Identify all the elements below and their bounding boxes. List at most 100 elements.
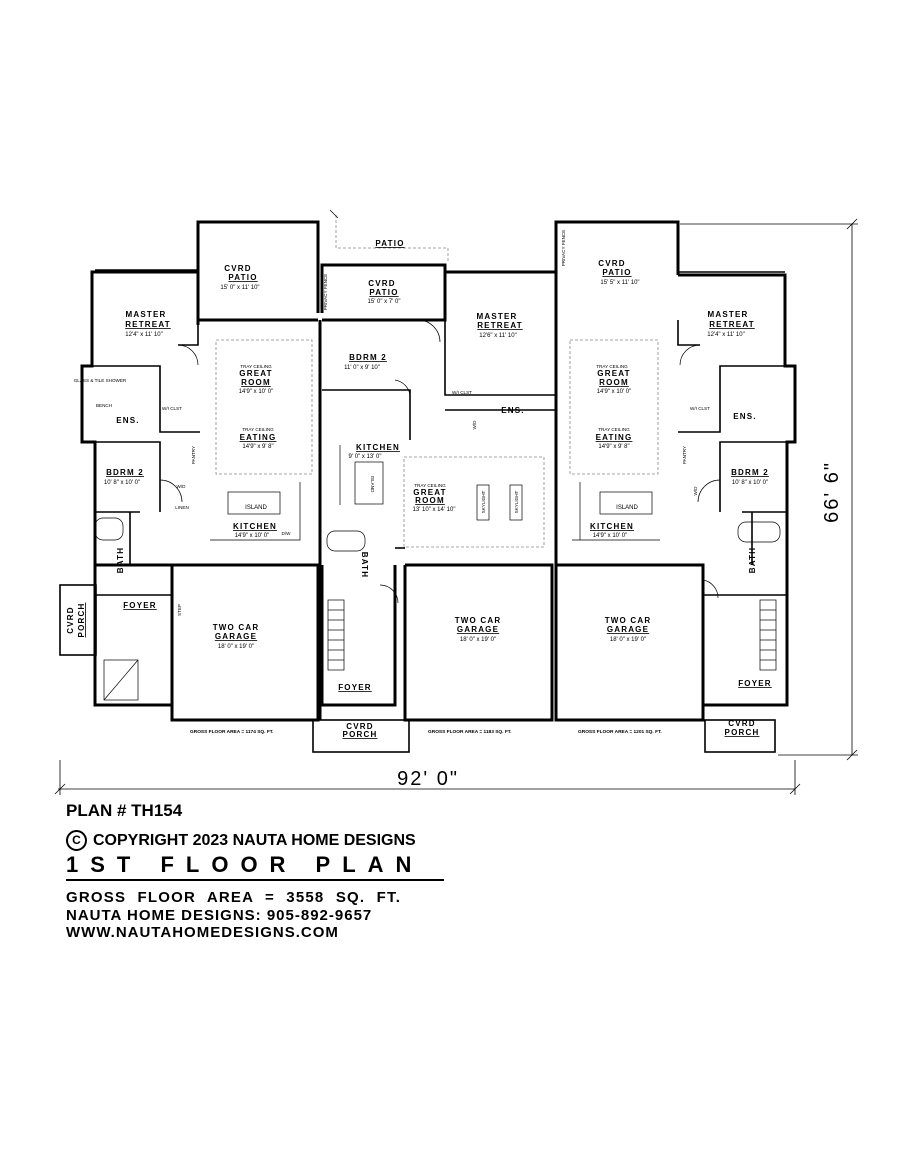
unit2-master-dim: 12'6" x 11' 10" bbox=[479, 333, 516, 339]
unit1-bath-label: BATH bbox=[116, 547, 125, 573]
overall-depth-label: 66' 6" bbox=[821, 461, 843, 523]
unit2-bath-label: BATH bbox=[360, 552, 369, 578]
unit2-ens-label: ENS. bbox=[501, 406, 524, 415]
unit4-pantry-label: PANTRY bbox=[682, 446, 687, 464]
unit1-patio-label-2: PATIO bbox=[228, 273, 257, 282]
unit2-open-patio-label: PATIO bbox=[375, 239, 404, 248]
unit2-fence-label: PRIVACY FENCE bbox=[323, 274, 328, 311]
unit3-labels: PRIVACY FENCE CVRD PATIO 15' 5" x 11' 10… bbox=[561, 230, 662, 735]
unit2-bdrm-dim: 11' 0" x 9' 10" bbox=[344, 365, 380, 371]
unit4-master-label-1: MASTER bbox=[708, 310, 749, 319]
unit1-island-label: ISLAND bbox=[245, 505, 267, 511]
unit1-great-label-2: ROOM bbox=[241, 378, 271, 387]
unit4-porch-outline bbox=[704, 719, 776, 753]
unit3-garage-dim: 18' 0" x 19' 0" bbox=[610, 637, 646, 643]
overall-width-label: 92' 0" bbox=[397, 768, 459, 790]
unit3-eating-dim: 14'9" x 9' 8" bbox=[598, 444, 629, 450]
unit4-bdrm-label: BDRM 2 bbox=[731, 468, 769, 477]
unit1-wd-label: W/D bbox=[177, 484, 187, 489]
unit3-gfa: GROSS FLOOR AREA = 1201 SQ. FT. bbox=[578, 729, 662, 735]
unit2-garage-walls bbox=[403, 563, 554, 722]
unit3-great-label-1: GREAT bbox=[597, 369, 630, 378]
unit2-foyer-label: FOYER bbox=[338, 683, 372, 692]
unit4-foyer-label: FOYER bbox=[738, 679, 772, 688]
unit2-great-dim: 13' 10" x 14' 10" bbox=[413, 507, 456, 513]
unit1-garage-dim: 18' 0" x 19' 0" bbox=[218, 644, 254, 650]
unit2-garage-label-1: TWO CAR bbox=[455, 616, 502, 625]
unit4-master-label-2: RETREAT bbox=[709, 320, 755, 329]
unit3-eating-label: EATING bbox=[596, 433, 633, 442]
unit4-ens-label: ENS. bbox=[733, 412, 756, 421]
plan-number: PLAN # TH154 bbox=[66, 801, 183, 820]
unit2-gfa: GROSS FLOOR AREA = 1183 SQ. FT. bbox=[428, 729, 511, 735]
unit1-patio-outline bbox=[196, 220, 320, 325]
unit2-porch-label-2: PORCH bbox=[343, 730, 378, 739]
unit3-kitchen-dim: 14'9" x 10' 0" bbox=[593, 533, 628, 539]
unit3-patio-dim: 15' 5" x 11' 10" bbox=[600, 280, 639, 286]
website-link[interactable]: WWW.NAUTAHOMEDESIGNS.COM bbox=[66, 924, 339, 941]
unit1-porch-outline bbox=[59, 584, 97, 656]
unit1-bdrm-label: BDRM 2 bbox=[106, 468, 144, 477]
unit4-bdrm-dim: 10' 8" x 10' 0" bbox=[732, 480, 768, 486]
unit2-porch-label-1: CVRD bbox=[346, 722, 373, 731]
unit1-linen-label: LINEN bbox=[175, 505, 189, 510]
unit1-labels: CVRD PATIO 15' 0" x 11' 10" MASTER RETRE… bbox=[66, 264, 291, 735]
unit2-island bbox=[354, 461, 384, 505]
unit1-garage-walls bbox=[170, 563, 320, 722]
unit2-skylight-label-1: SKYLIGHT bbox=[481, 490, 486, 513]
unit2-tray-ceiling bbox=[403, 456, 545, 548]
unit2-kitchen-dim: 9' 0" x 13' 0" bbox=[349, 454, 382, 460]
unit1-bench-label: BENCH bbox=[96, 403, 112, 408]
copyright-icon: C bbox=[66, 830, 87, 851]
unit1-master-label-1: MASTER bbox=[126, 310, 167, 319]
floor-title: 1ST FLOOR PLAN bbox=[66, 852, 444, 881]
unit3-island-label: ISLAND bbox=[616, 505, 638, 511]
phone-line: NAUTA HOME DESIGNS: 905-892-9657 bbox=[66, 907, 373, 924]
unit2-great-note: TRAY CEILING bbox=[414, 483, 446, 488]
unit3-island bbox=[599, 491, 653, 515]
unit3-patio-label-1: CVRD bbox=[598, 259, 625, 268]
unit1-master-dim: 12'4" x 11' 10" bbox=[125, 332, 162, 338]
gross-floor-area: GROSS FLOOR AREA = 3558 SQ. FT. bbox=[66, 889, 402, 906]
unit2-bdrm-label: BDRM 2 bbox=[349, 353, 387, 362]
unit1-great-label-1: GREAT bbox=[239, 369, 272, 378]
unit1-ens-label: ENS. bbox=[116, 416, 139, 425]
unit2-open-patio-outline bbox=[335, 215, 449, 263]
unit2-labels: PATIO PRIVACY FENCE CVRD PATIO 15' 0" x … bbox=[323, 239, 524, 739]
unit1-garage-label-1: TWO CAR bbox=[213, 623, 260, 632]
unit3-garage-label-1: TWO CAR bbox=[605, 616, 652, 625]
unit1-left-wall bbox=[80, 270, 198, 567]
unit1-garage-label-2: GARAGE bbox=[215, 632, 257, 641]
unit1-master-label-2: RETREAT bbox=[125, 320, 171, 329]
unit1-dw-label: D/W bbox=[282, 531, 292, 536]
unit2-garage-dim: 18' 0" x 19' 0" bbox=[460, 637, 496, 643]
unit1-wi-label: W/I CLST bbox=[162, 406, 182, 411]
unit2-master-label-2: RETREAT bbox=[477, 321, 523, 330]
unit1-step-label: STEP bbox=[177, 604, 182, 616]
unit1-tray-ceiling bbox=[215, 339, 313, 475]
unit3-fence-label: PRIVACY FENCE bbox=[561, 230, 566, 267]
unit4-bath-label: BATH bbox=[748, 547, 757, 573]
unit1-eating-note: TRAY CEILING bbox=[242, 427, 274, 432]
unit1-patio-dim: 15' 0" x 11' 10" bbox=[220, 285, 259, 291]
unit4-porch-label-1: CVRD bbox=[728, 719, 755, 728]
unit2-great-label-1: GREAT bbox=[413, 488, 446, 497]
unit1-foyer-label: FOYER bbox=[123, 601, 157, 610]
unit1-pantry-label: PANTRY bbox=[191, 446, 196, 464]
unit3-eating-note: TRAY CEILING bbox=[598, 427, 630, 432]
unit1-kitchen-label: KITCHEN bbox=[233, 522, 277, 531]
unit1-patio-label-1: CVRD bbox=[224, 264, 251, 273]
unit4-master-dim: 12'4" x 11' 10" bbox=[707, 332, 744, 338]
unit1-great-note: TRAY CEILING bbox=[240, 364, 272, 369]
unit1-kitchen-dim: 14'9" x 10' 0" bbox=[235, 533, 270, 539]
unit3-garage-label-2: GARAGE bbox=[607, 625, 649, 634]
unit1-porch-label-1: CVRD bbox=[66, 606, 75, 633]
unit2-wd-label: W/D bbox=[472, 420, 477, 430]
plan-walls bbox=[59, 209, 797, 753]
unit3-patio-outline bbox=[554, 220, 680, 313]
unit2-great-label-2: ROOM bbox=[415, 496, 445, 505]
unit4-right-wall bbox=[678, 273, 797, 707]
unit1-shower-label: GLASS & TILE SHOWER bbox=[74, 378, 127, 383]
overall-dimensions: 92' 0" 66' 6" bbox=[54, 218, 858, 795]
